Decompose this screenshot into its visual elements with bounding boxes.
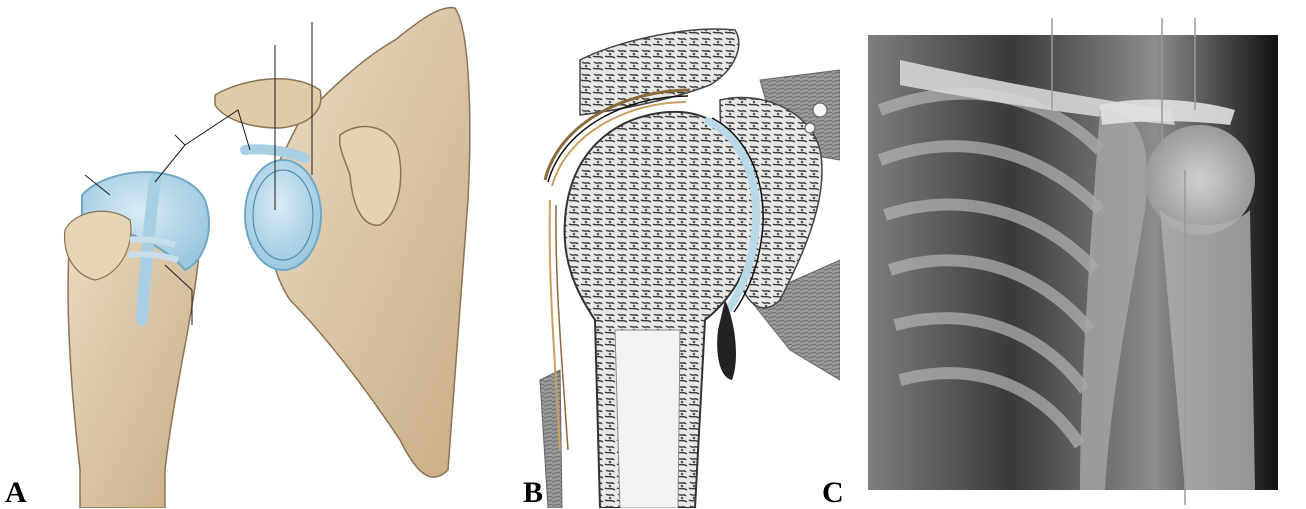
acromion-section <box>580 29 739 115</box>
glenoid-cartilage <box>245 160 321 270</box>
panel-label-a: A <box>5 478 27 508</box>
coronal-section-illustration <box>520 0 840 508</box>
panel-c-radiograph: C <box>840 0 1306 508</box>
panel-label-b: B <box>523 478 543 508</box>
panel-label-c: C <box>822 478 844 508</box>
acromion <box>215 79 321 128</box>
medullary-cavity <box>615 330 680 508</box>
axillary-recess <box>717 300 736 380</box>
shoulder-radiograph <box>840 0 1306 508</box>
shoulder-joint-illustration <box>0 0 520 508</box>
panel-b-coronal-section: B <box>520 0 840 508</box>
panel-a-shoulder-illustration: A <box>0 0 520 508</box>
